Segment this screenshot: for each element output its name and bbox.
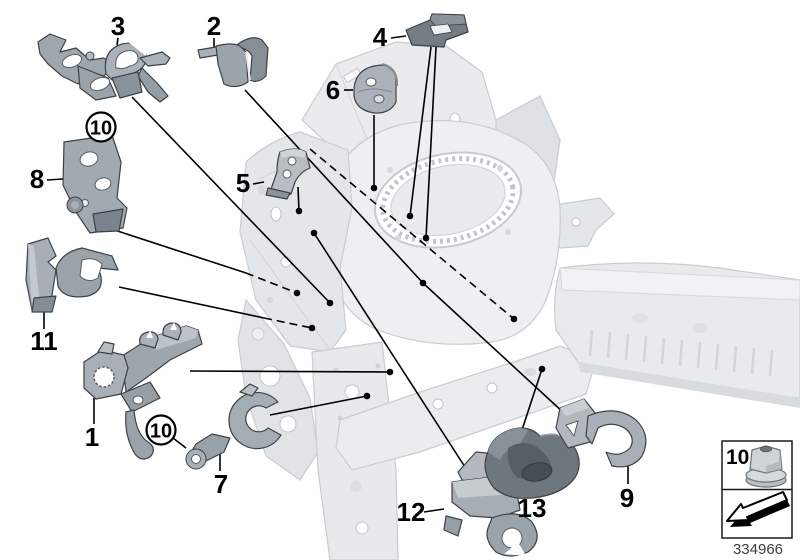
callout-6: 6 — [326, 75, 340, 105]
callout-11: 11 — [30, 326, 58, 356]
part-9-bracket — [555, 398, 647, 468]
callout-5: 5 — [236, 168, 250, 198]
callout-4: 4 — [373, 22, 388, 52]
callout-labels: 1 2 3 4 5 6 7 8 9 11 12 13 10 10 — [30, 11, 634, 527]
flange-nut-icon — [745, 445, 787, 488]
part-6-bracket — [353, 63, 399, 114]
doc-number: 334966 — [733, 541, 783, 558]
callout-2: 2 — [207, 11, 221, 41]
callout-1: 1 — [85, 422, 99, 452]
part-2-bracket — [197, 37, 269, 88]
callout-8: 8 — [30, 164, 44, 194]
circled-callout-10-lower: 10 — [145, 414, 177, 446]
car-body-structure — [237, 41, 800, 560]
part-5-bracket — [265, 148, 311, 200]
callout-7: 7 — [214, 469, 228, 499]
part-7-bracket — [185, 383, 282, 470]
callout-9: 9 — [620, 483, 634, 513]
part-1-bracket — [83, 322, 203, 460]
direction-arrow-icon — [726, 491, 790, 527]
circled-callout-10-upper: 10 — [85, 111, 117, 143]
legend-box: 10 — [721, 440, 793, 539]
callout-13: 13 — [518, 493, 547, 523]
part-11-bracket — [25, 237, 119, 313]
callout-3: 3 — [111, 11, 125, 41]
svg-text:10: 10 — [150, 421, 172, 443]
legend-fastener-number: 10 — [726, 446, 749, 469]
callout-12: 12 — [397, 497, 426, 527]
leader-lines — [43, 35, 629, 513]
part-3-bracket — [37, 33, 171, 103]
part-13-bracket — [484, 427, 580, 499]
part-4-bracket — [405, 13, 469, 48]
part-8-bracket — [62, 134, 128, 234]
mount-point-dots — [293, 184, 546, 400]
svg-text:10: 10 — [90, 118, 112, 140]
